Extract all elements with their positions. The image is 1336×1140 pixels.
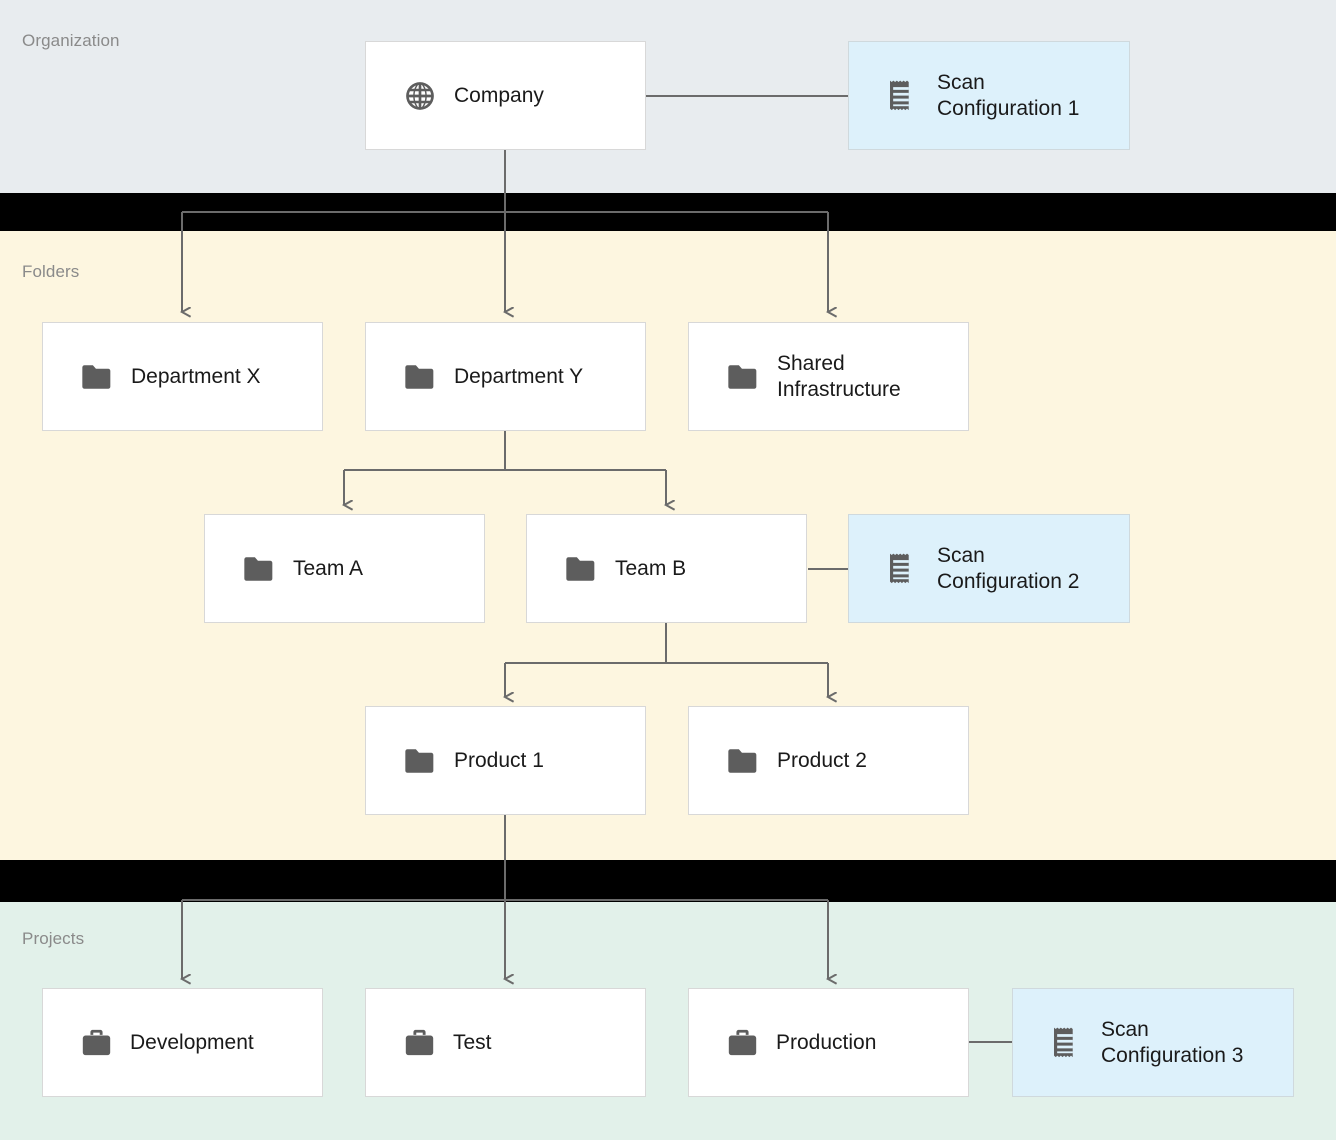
node-product-1[interactable]: Product 1 bbox=[365, 706, 646, 815]
node-label: Company bbox=[454, 83, 544, 107]
node-team-a[interactable]: Team A bbox=[204, 514, 485, 623]
node-scan-configuration-1[interactable]: Scan Configuration 1 bbox=[848, 41, 1130, 150]
node-label: Department X bbox=[131, 364, 261, 388]
receipt-icon bbox=[885, 79, 917, 113]
folder-icon bbox=[243, 555, 275, 583]
node-label: Scan Configuration 2 bbox=[937, 543, 1080, 593]
node-label: Development bbox=[130, 1030, 254, 1054]
band-organization bbox=[0, 0, 1336, 193]
folder-icon bbox=[404, 363, 436, 391]
node-development[interactable]: Development bbox=[42, 988, 323, 1097]
node-production[interactable]: Production bbox=[688, 988, 969, 1097]
globe-icon bbox=[404, 80, 436, 112]
node-scan-configuration-3[interactable]: Scan Configuration 3 bbox=[1012, 988, 1294, 1097]
band-label-projects: Projects bbox=[22, 929, 85, 948]
node-department-x[interactable]: Department X bbox=[42, 322, 323, 431]
node-team-b[interactable]: Team B bbox=[526, 514, 807, 623]
folder-icon bbox=[727, 363, 759, 391]
node-label: Shared Infrastructure bbox=[777, 351, 901, 401]
node-product-2[interactable]: Product 2 bbox=[688, 706, 969, 815]
node-label: Scan Configuration 1 bbox=[937, 70, 1080, 120]
node-scan-configuration-2[interactable]: Scan Configuration 2 bbox=[848, 514, 1130, 623]
receipt-icon bbox=[1049, 1026, 1081, 1060]
briefcase-icon bbox=[81, 1028, 112, 1057]
node-company[interactable]: Company bbox=[365, 41, 646, 150]
node-label: Team B bbox=[615, 556, 687, 580]
node-test[interactable]: Test bbox=[365, 988, 646, 1097]
node-label: Product 2 bbox=[777, 748, 867, 772]
node-label: Product 1 bbox=[454, 748, 544, 772]
briefcase-icon bbox=[727, 1028, 758, 1057]
band-label-organization: Organization bbox=[22, 31, 120, 50]
folder-icon bbox=[404, 747, 436, 775]
node-department-y[interactable]: Department Y bbox=[365, 322, 646, 431]
folder-icon bbox=[727, 747, 759, 775]
node-label: Department Y bbox=[454, 364, 584, 388]
node-label: Production bbox=[776, 1030, 877, 1054]
node-shared-infrastructure[interactable]: Shared Infrastructure bbox=[688, 322, 969, 431]
node-label: Test bbox=[453, 1030, 492, 1054]
node-label: Team A bbox=[293, 556, 364, 580]
folder-icon bbox=[81, 363, 113, 391]
band-label-folders: Folders bbox=[22, 262, 80, 281]
briefcase-icon bbox=[404, 1028, 435, 1057]
receipt-icon bbox=[885, 552, 917, 586]
node-label: Scan Configuration 3 bbox=[1101, 1017, 1244, 1067]
folder-icon bbox=[565, 555, 597, 583]
